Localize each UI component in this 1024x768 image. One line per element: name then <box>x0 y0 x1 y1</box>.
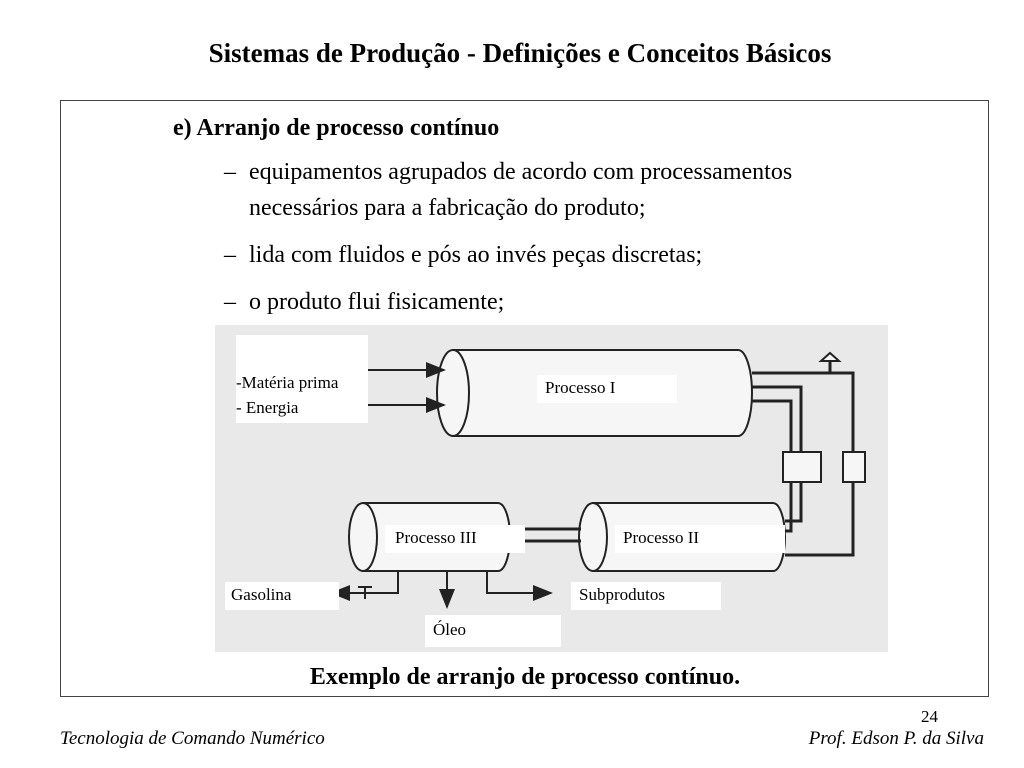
input-label-box: -Matéria prima - Energia <box>236 335 368 423</box>
section-heading: e) Arranjo de processo contínuo <box>173 115 500 141</box>
bullet-item: – equipamentos agrupados de acordo com p… <box>224 154 792 226</box>
input-label-energy: - Energia <box>236 398 299 417</box>
slide-title: Sistemas de Produção - Definições e Conc… <box>208 38 832 68</box>
label-process-1: Processo I <box>537 375 677 403</box>
bullet-text: lida com fluidos e pós ao invés peças di… <box>249 242 703 268</box>
bullet-text: equipamentos agrupados de acordo com pro… <box>249 159 793 185</box>
bullet-item: – o produto flui fisicamente; <box>224 284 504 320</box>
bullet-item: – lida com fluidos e pós ao invés peças … <box>224 237 702 273</box>
input-arrows <box>365 362 446 413</box>
page-number: 24 <box>921 707 938 726</box>
content-box <box>60 100 989 697</box>
input-label-raw-material: -Matéria prima <box>236 373 339 392</box>
valves <box>782 351 866 483</box>
bullet-text: o produto flui fisicamente; <box>249 289 505 315</box>
output-arrows <box>330 571 553 609</box>
process-diagram: -Matéria prima - Energia Processo I Proc… <box>215 325 888 652</box>
bullet-dash: – <box>224 289 236 315</box>
label-gasoline: Gasolina <box>225 582 339 610</box>
bullet-dash: – <box>224 159 236 185</box>
label-process-3: Processo III <box>385 525 525 553</box>
figure-caption: Exemplo de arranjo de processo contínuo. <box>309 664 741 690</box>
label-process-2: Processo II <box>615 525 785 553</box>
label-byproducts: Subprodutos <box>571 582 721 610</box>
footer-course: Tecnologia de Comando Numérico <box>60 728 325 749</box>
footer-author: Prof. Edson P. da Silva <box>808 728 984 749</box>
bullet-dash: – <box>224 242 236 268</box>
bullet-text-continuation: necessários para a fabricação do produto… <box>249 195 646 221</box>
label-oil: Óleo <box>425 615 561 647</box>
